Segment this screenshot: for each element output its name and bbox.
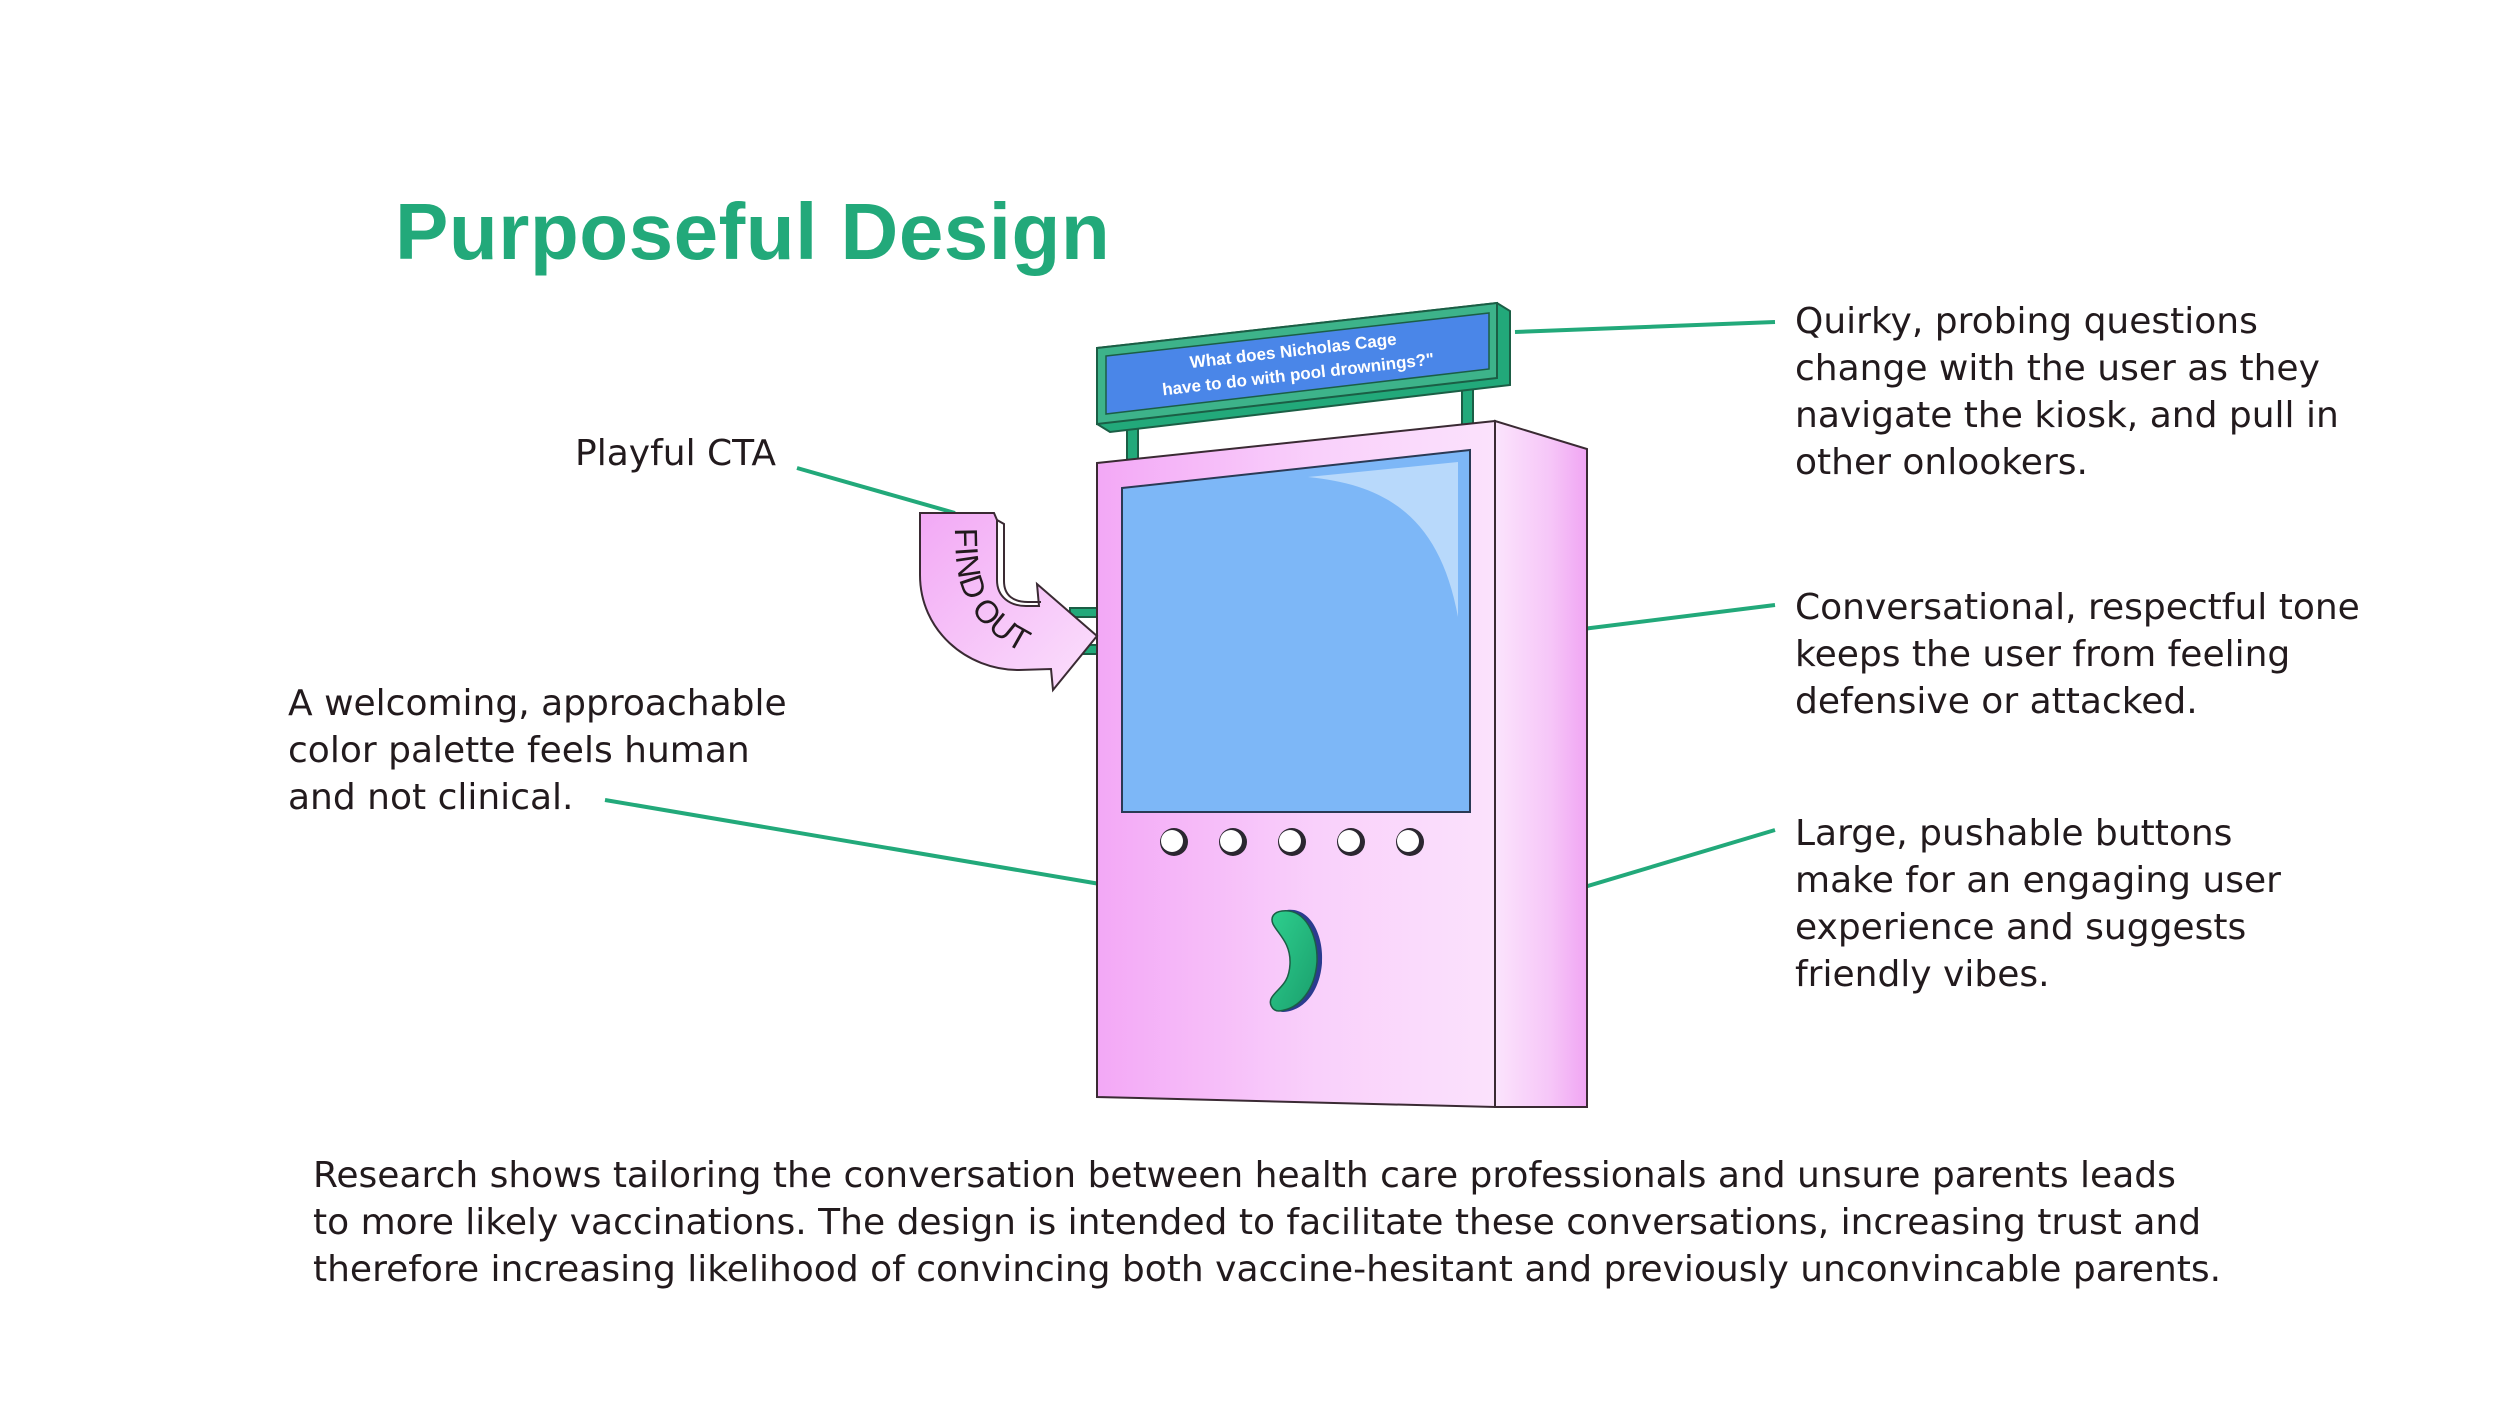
leader-line-questions bbox=[1514, 320, 1776, 334]
kiosk-side-panel bbox=[1494, 419, 1588, 1108]
callout-color-palette: A welcoming, approachable color palette … bbox=[288, 683, 787, 818]
page-title: Purposeful Design bbox=[395, 187, 1111, 276]
kiosk-button-5[interactable] bbox=[1396, 828, 1424, 856]
callout-conversational-tone: Conversational, respectful tone keeps th… bbox=[1795, 587, 2360, 722]
leader-line-palette bbox=[604, 798, 1101, 886]
phone-handset-icon[interactable] bbox=[1269, 909, 1323, 1012]
kiosk-buttons bbox=[1160, 828, 1424, 856]
kiosk-button-1[interactable] bbox=[1160, 828, 1188, 856]
callout-playful-cta: Playful CTA bbox=[575, 433, 776, 474]
research-summary: Research shows tailoring the conversatio… bbox=[313, 1155, 2222, 1290]
question-sign: What does Nicholas Cage have to do with … bbox=[1096, 301, 1511, 434]
callout-quirky-questions: Quirky, probing questions change with th… bbox=[1795, 301, 2339, 483]
leader-line-cta bbox=[796, 466, 956, 515]
kiosk-button-2[interactable] bbox=[1219, 828, 1247, 856]
kiosk-screen bbox=[1121, 448, 1471, 813]
callout-pushable-buttons: Large, pushable buttons make for an enga… bbox=[1795, 813, 2281, 995]
screen-glare bbox=[1308, 462, 1458, 617]
kiosk-button-3[interactable] bbox=[1278, 828, 1306, 856]
find-out-arrow[interactable]: FIND OUT bbox=[919, 512, 1099, 693]
kiosk-button-4[interactable] bbox=[1337, 828, 1365, 856]
